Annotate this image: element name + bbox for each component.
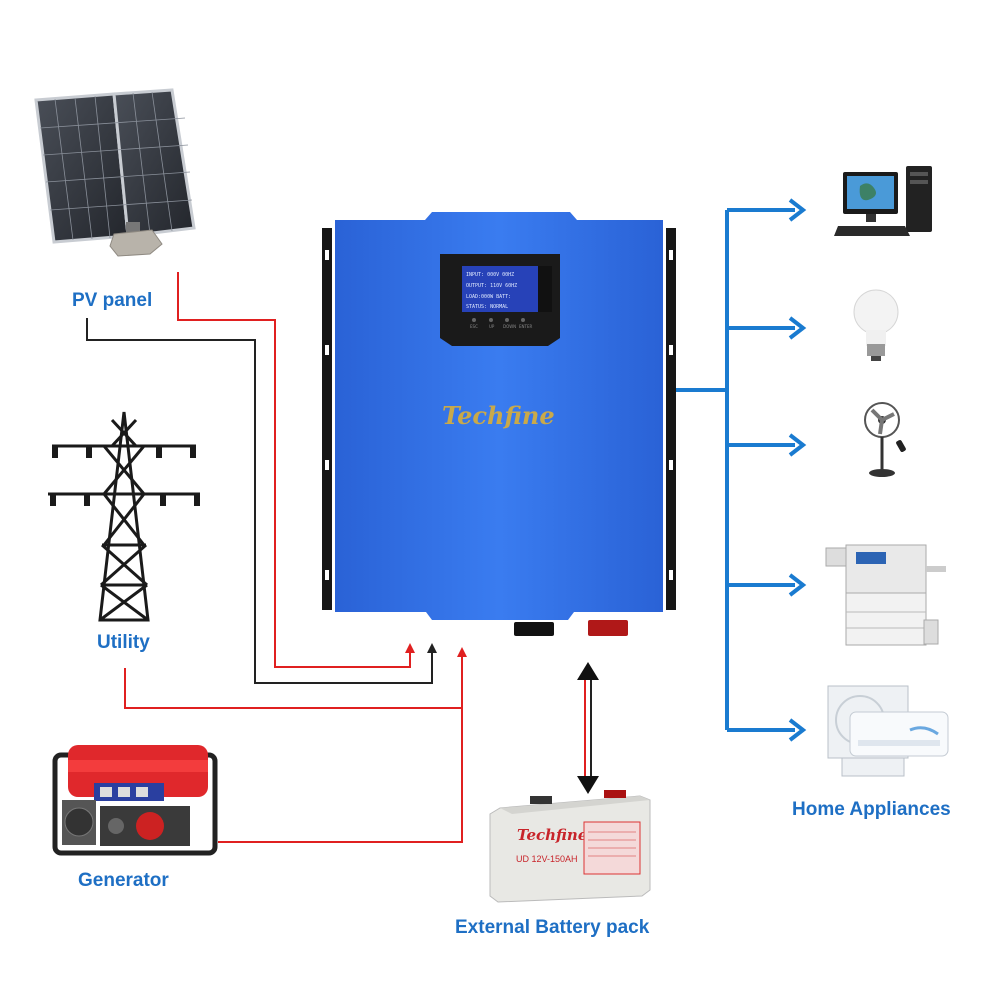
btn-down-label: DOWN bbox=[503, 324, 516, 329]
output-wiring bbox=[672, 198, 807, 742]
fan-icon bbox=[864, 402, 906, 477]
lcd-line-1: INPUT: 000V 00HZ bbox=[466, 272, 514, 278]
battery-label: External Battery pack bbox=[455, 917, 650, 938]
battery-model: UD 12V-150AH bbox=[516, 854, 578, 864]
air-conditioner-icon bbox=[827, 685, 949, 777]
generator-label: Generator bbox=[78, 870, 169, 891]
home-appliances-label: Home Appliances bbox=[792, 799, 951, 820]
generator-wire bbox=[218, 708, 463, 843]
generator-icon bbox=[52, 745, 218, 856]
battery-icon: Techfine UD 12V-150AH bbox=[489, 790, 651, 903]
light-bulb-icon bbox=[853, 289, 899, 361]
printer-icon bbox=[825, 544, 946, 646]
btn-esc-label: ESC bbox=[470, 324, 478, 329]
wires bbox=[86, 272, 467, 843]
solar-panel-icon bbox=[34, 88, 196, 257]
lcd-line-4: STATUS: NORMAL bbox=[466, 304, 508, 310]
battery-link bbox=[577, 662, 599, 794]
computer-icon bbox=[834, 166, 932, 236]
pv-positive-wire bbox=[177, 272, 415, 668]
transmission-tower-icon bbox=[48, 411, 200, 622]
inverter-brand: Techfine bbox=[442, 401, 555, 430]
battery-brand: Techfine bbox=[517, 826, 587, 844]
btn-up-label: UP bbox=[489, 324, 495, 329]
btn-enter-label: ENTER bbox=[519, 324, 532, 329]
insulators bbox=[50, 446, 200, 506]
utility-label: Utility bbox=[97, 632, 150, 653]
lcd-line-2: OUTPUT: 110V 60HZ bbox=[466, 283, 517, 289]
pv-negative-wire bbox=[86, 318, 437, 684]
pv-panel-label: PV panel bbox=[72, 290, 152, 311]
utility-wire bbox=[124, 647, 467, 709]
positive-terminal bbox=[588, 620, 628, 636]
negative-terminal bbox=[514, 622, 554, 636]
lcd-line-3: LOAD:000W BATT: bbox=[466, 294, 511, 300]
inverter: INPUT: 000V 00HZ OUTPUT: 110V 60HZ LOAD:… bbox=[322, 212, 676, 636]
